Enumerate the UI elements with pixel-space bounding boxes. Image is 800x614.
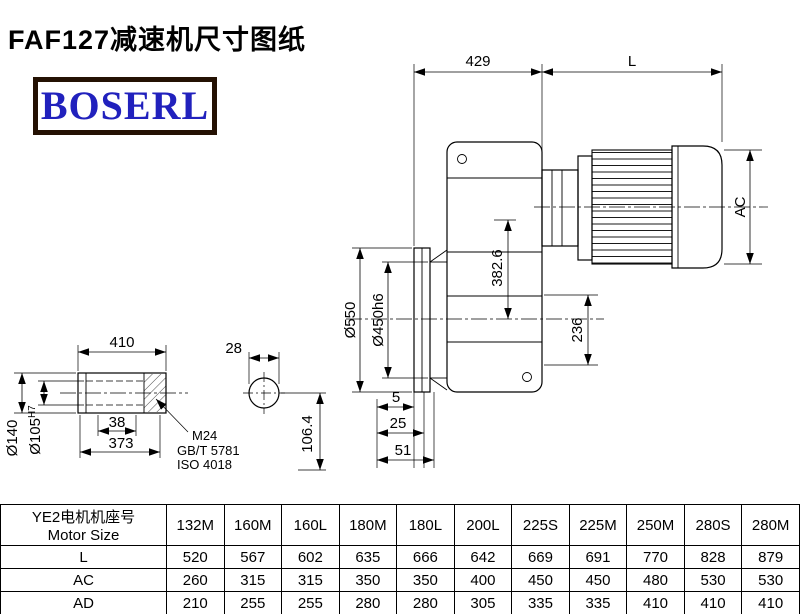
dim-label-51: 51 [395, 442, 412, 459]
table-row-L: L 520 567 602 635 666 642 669 691 770 82… [0, 545, 800, 569]
table-cell: 315 [223, 568, 283, 592]
table-cell: 669 [511, 545, 570, 569]
table-cell: 450 [568, 568, 628, 592]
dim-label-AC: AC [732, 196, 749, 217]
table-cell: 255 [223, 591, 283, 614]
table-cell: 260 [166, 568, 225, 592]
row-label: AC [0, 568, 167, 592]
table-cell: 642 [453, 545, 513, 569]
table-cell: 520 [166, 545, 225, 569]
main-view: 429 L AC Ø550 Ø450h6 382.6 [342, 53, 768, 468]
dimension-table: YE2电机机座号 Motor Size 132M 160M 160L 180M … [0, 504, 800, 614]
row-label: L [0, 545, 167, 569]
table-cell: 879 [741, 545, 800, 569]
hollow-shaft [77, 372, 167, 414]
note-gb5781: GB/T 5781 [177, 443, 240, 458]
table-cell: 255 [281, 591, 340, 614]
table-cell: 280 [396, 591, 455, 614]
note-iso4018: ISO 4018 [177, 457, 232, 472]
bolt-hole-icon [522, 372, 532, 382]
col-header: 180L [396, 504, 455, 546]
motor-adapter [541, 169, 579, 247]
table-cell: 335 [568, 591, 628, 614]
dim-label-236: 236 [569, 317, 586, 342]
table-cell: 410 [683, 591, 743, 614]
dim-label-550: Ø550 [342, 302, 359, 339]
dim-label-410: 410 [109, 334, 134, 351]
col-header: 160L [281, 504, 340, 546]
col-header: 280S [683, 504, 743, 546]
dim-label-140: Ø140 [4, 420, 21, 457]
table-cell: 828 [683, 545, 743, 569]
boserl-logo-text: BOSERL [40, 83, 210, 128]
dim-label-105-sup: H7 [27, 405, 38, 418]
table-cell: 530 [683, 568, 743, 592]
table-cell: 450 [511, 568, 570, 592]
dim-label-450h6: Ø450h6 [370, 293, 387, 346]
col-header: 280M [741, 504, 800, 546]
section-hatch [144, 374, 166, 412]
table-cell: 602 [281, 545, 340, 569]
table-cell: 305 [453, 591, 513, 614]
row-label: AD [0, 591, 167, 614]
col-header: 132M [166, 504, 225, 546]
table-cell: 635 [338, 545, 398, 569]
table-cell: 567 [223, 545, 283, 569]
table-cell: 335 [511, 591, 570, 614]
output-flange [376, 247, 448, 468]
col-header: 250M [626, 504, 685, 546]
col-header: 160M [223, 504, 283, 546]
centerlines [346, 206, 768, 320]
table-cell: 350 [396, 568, 455, 592]
motor [541, 145, 723, 269]
dim-label-105-base: Ø105 [27, 418, 44, 455]
note-m24: M24 [192, 428, 217, 443]
col-header: 225M [568, 504, 628, 546]
table-cell: 770 [626, 545, 685, 569]
dim-label-25: 25 [390, 415, 407, 432]
col-header: 180M [338, 504, 398, 546]
table-cell: 530 [741, 568, 800, 592]
page-title: FAF127减速机尺寸图纸 [8, 25, 307, 55]
dim-label-38: 38 [109, 414, 126, 431]
table-cell: 410 [741, 591, 800, 614]
dim-label-28: 28 [225, 340, 242, 357]
motor-size-header-cn: YE2电机机座号 [31, 509, 136, 526]
fan-cowl [671, 145, 723, 269]
dim-label-L: L [628, 53, 636, 70]
boserl-logo: BOSERL [33, 77, 217, 135]
col-header: 225S [511, 504, 570, 546]
gear-housing [446, 141, 543, 393]
table-cell: 480 [626, 568, 685, 592]
table-cell: 400 [453, 568, 513, 592]
table-cell: 315 [281, 568, 340, 592]
motor-size-header-en: Motor Size [47, 527, 120, 544]
dim-label-382: 382.6 [489, 249, 506, 287]
motor-flange [577, 155, 593, 261]
motor-size-header: YE2电机机座号 Motor Size [0, 504, 167, 546]
table-cell: 350 [338, 568, 398, 592]
table-cell: 666 [396, 545, 455, 569]
table-cell: 280 [338, 591, 398, 614]
table-cell: 691 [568, 545, 628, 569]
bolt-hole-icon [457, 154, 467, 164]
table-row-AD: AD 210 255 255 280 280 305 335 335 410 4… [0, 591, 800, 614]
dim-label-106: 106.4 [299, 415, 316, 453]
dim-label-105: Ø105H7 [27, 405, 44, 455]
dim-label-373: 373 [108, 435, 133, 452]
col-header: 200L [453, 504, 513, 546]
table-header-row: YE2电机机座号 Motor Size 132M 160M 160L 180M … [0, 504, 800, 546]
technical-drawing: 429 L AC Ø550 Ø450h6 382.6 [4, 53, 768, 472]
dim-label-429: 429 [465, 53, 490, 70]
main-dimensions: 429 L AC Ø550 Ø450h6 382.6 [342, 53, 762, 464]
table-cell: 410 [626, 591, 685, 614]
motor-body [591, 149, 673, 265]
shaft-detail-view: 410 38 373 Ø140 Ø105H7 28 106.4 [4, 334, 326, 472]
table-cell: 210 [166, 591, 225, 614]
dim-label-5: 5 [392, 389, 400, 406]
table-row-AC: AC 260 315 315 350 350 400 450 450 480 5… [0, 568, 800, 592]
